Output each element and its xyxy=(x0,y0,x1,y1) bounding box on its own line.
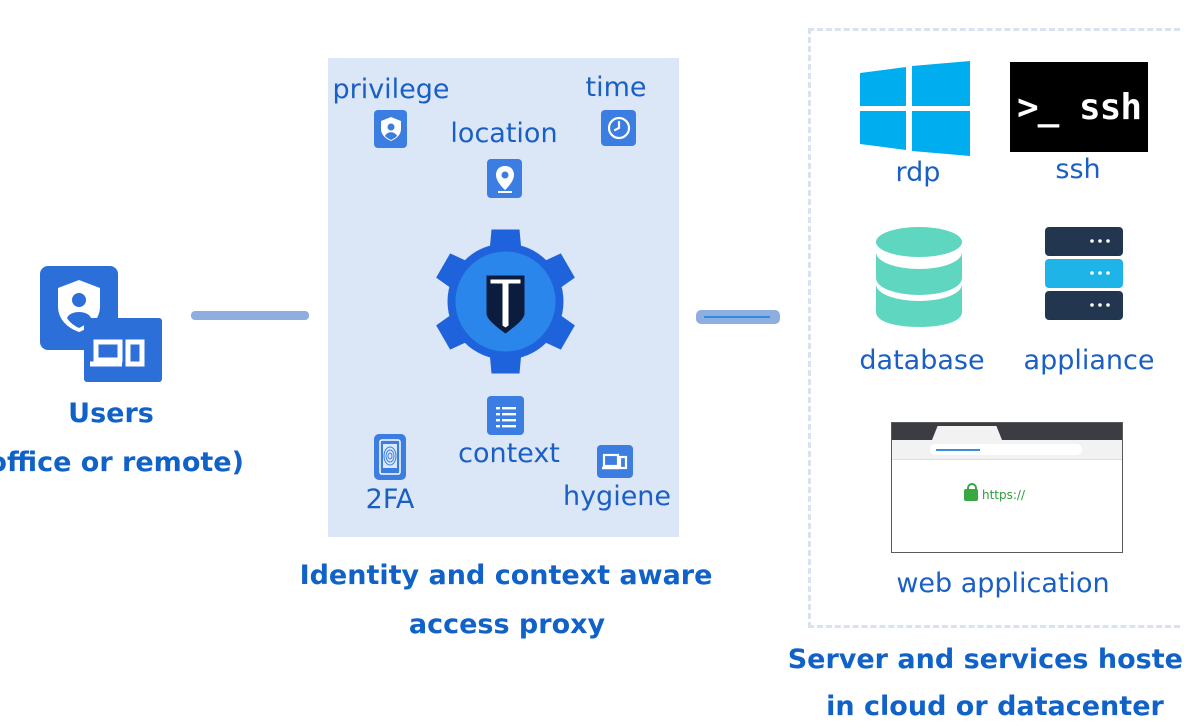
twofa-label: 2FA xyxy=(365,484,415,515)
database-icon xyxy=(875,226,963,328)
users-label: Users xyxy=(68,398,154,429)
proxy-services-connector xyxy=(696,310,780,324)
privilege-shield-icon xyxy=(374,110,407,148)
users-sublabel: (office or remote) xyxy=(0,447,244,478)
lock-icon xyxy=(964,483,978,501)
appliance-label: appliance xyxy=(1023,345,1155,376)
web-browser-icon: https:// xyxy=(891,422,1123,553)
ssh-tile-text: >_ ssh xyxy=(1016,86,1142,128)
privilege-label: privilege xyxy=(332,74,450,105)
context-list-icon xyxy=(487,396,524,435)
ssh-label: ssh xyxy=(1055,154,1101,185)
rdp-label: rdp xyxy=(895,157,941,188)
location-pin-icon xyxy=(487,159,522,198)
services-caption-line2: in cloud or datacenter xyxy=(826,691,1164,722)
context-label: context xyxy=(458,438,560,469)
proxy-caption-line1: Identity and context aware xyxy=(299,560,713,591)
services-caption-line1: Server and services hosted xyxy=(787,644,1184,675)
clock-icon xyxy=(601,110,636,146)
hygiene-devices-icon xyxy=(597,445,633,478)
time-label: time xyxy=(585,72,647,103)
services-panel xyxy=(808,28,1180,628)
ssh-terminal-icon: >_ ssh xyxy=(1010,62,1148,152)
web-application-label: web application xyxy=(896,568,1110,599)
location-label: location xyxy=(450,118,558,149)
windows-rdp-icon xyxy=(860,61,970,156)
proxy-caption-line2: access proxy xyxy=(408,609,606,640)
access-proxy-gear-logo xyxy=(433,229,578,374)
browser-url-text: https:// xyxy=(982,488,1026,502)
twofa-phone-icon xyxy=(374,434,406,480)
users-icon xyxy=(40,266,162,382)
database-label: database xyxy=(859,345,985,376)
users-proxy-connector xyxy=(191,311,309,320)
hygiene-label: hygiene xyxy=(562,481,672,512)
appliance-server-icon xyxy=(1045,227,1123,321)
